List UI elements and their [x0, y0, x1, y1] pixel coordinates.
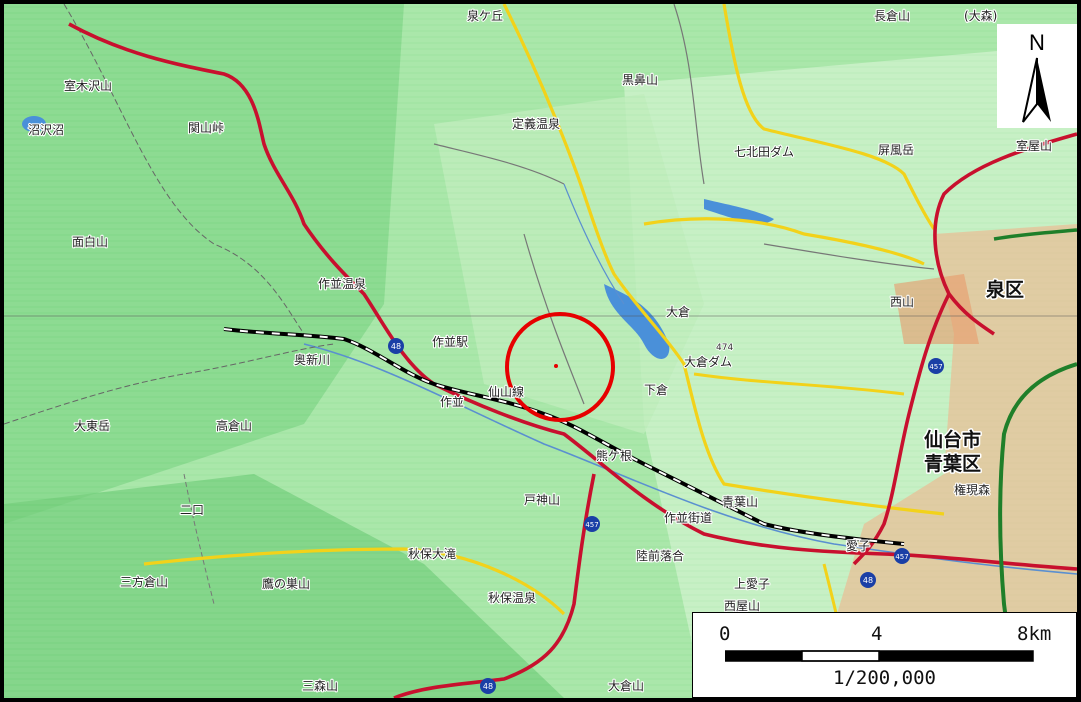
label-ayashi: 愛子 [846, 539, 870, 553]
trail-1 [63, 4, 305, 335]
prefectural-road-5 [693, 372, 905, 396]
label-kusatsu: 作並 [440, 395, 464, 409]
label-futakuchi: 二口 [180, 503, 204, 517]
route-shield-text: 457 [585, 521, 598, 529]
label-kuroyama: 黒鼻山 [622, 72, 658, 87]
trail-2 [4, 343, 335, 425]
national-road-457-akiu [393, 473, 596, 698]
label-murokizawayama: 室木沢山 [64, 78, 112, 93]
label-jogi-onsen: 定義温泉 [512, 116, 560, 131]
scale-tick-8: 8km [1017, 623, 1052, 645]
prefectural-road-3 [143, 547, 566, 616]
route-shield-457-c: 457 [894, 548, 910, 564]
label-nanakita-dam: 七北田ダム [734, 144, 794, 159]
route-shield-457-a: 457 [928, 358, 944, 374]
label-funaharadake: 屏風岳 [878, 143, 914, 157]
label-alt-474: 474 [716, 343, 733, 353]
expressway-branch [993, 228, 1077, 241]
label-sakunami-eki: 作並駅 [432, 335, 468, 349]
label-senzan-line: 仙山線 [488, 384, 524, 399]
urban-area-sendai [834, 224, 1077, 624]
label-sendai-city: 仙台市 [924, 428, 981, 451]
label-sakunami-onsen: 作並温泉 [318, 277, 366, 291]
scale-tick-4: 4 [871, 623, 883, 645]
label-okuniyama: 奥新川 [294, 352, 330, 367]
label-akiu-oohashi: 秋保大滝 [408, 547, 456, 561]
prefectural-road-1 [502, 4, 945, 516]
label-takaseyama: 鷹の巣山 [262, 576, 310, 591]
river-north [563, 183, 625, 305]
scale-bar-box: 0 4 8km 1/200,000 [692, 612, 1077, 698]
label-akiu-onsen: 秋保温泉 [488, 591, 536, 605]
okura-dam-lake [604, 284, 670, 359]
label-omori: (大森) [964, 8, 997, 23]
trail-6 [763, 243, 935, 270]
label-aoba-ward: 青葉区 [924, 453, 981, 475]
trail-7 [183, 473, 215, 605]
label-izumi-ward: 泉区 [985, 278, 1024, 301]
label-murogadake: 室屋山 [1016, 138, 1052, 153]
scale-ratio: 1/200,000 [833, 667, 936, 689]
national-road-457-north [933, 132, 1077, 336]
prefectural-road-4 [643, 217, 925, 266]
route-shield-48-b: 48 [860, 572, 876, 588]
trail-3 [433, 143, 565, 185]
study-area-point [554, 364, 558, 368]
route-shield-text: 48 [863, 576, 873, 585]
north-arrow-box: N [997, 24, 1077, 128]
label-aoba-jinja: 権現森 [954, 482, 990, 497]
label-okura-dam: 大倉ダム [684, 354, 732, 369]
label-okurayama: 大倉山 [608, 678, 644, 693]
urban-area-izumi [894, 274, 979, 344]
label-okura: 大倉 [666, 304, 690, 319]
route-shield-text: 457 [929, 363, 942, 371]
nanakita-dam-lake [704, 199, 774, 224]
route-shield-48-a: 48 [388, 338, 404, 354]
route-shield-text: 48 [391, 342, 401, 351]
trail-5 [673, 4, 705, 185]
north-letter: N [1029, 30, 1045, 55]
label-sakunami-kaido: 作並街道 [664, 511, 712, 525]
north-arrow-icon: N [1022, 30, 1051, 123]
label-numazawanuma: 沼沢沼 [28, 123, 64, 137]
topographic-map[interactable]: 48 457 457 457 48 48 泉ケ丘 長倉山 (大森) 室木沢山 [4, 4, 1077, 698]
route-shield-48-c: 48 [480, 678, 496, 694]
trail-4 [523, 233, 585, 405]
scale-tick-0: 0 [719, 623, 731, 645]
route-shield-457-b: 457 [584, 516, 600, 532]
label-kamiyagi: 上愛子 [734, 577, 770, 591]
railway-senzan-dash [223, 328, 905, 545]
label-sekiyama: 関山峠 [188, 120, 224, 135]
route-shield-text: 457 [895, 553, 908, 561]
scale-bar-graphic [725, 650, 1034, 662]
study-area-circle[interactable] [505, 312, 615, 422]
label-aobayama: 青葉山 [722, 495, 758, 509]
label-togamiyama: 戸神山 [524, 493, 560, 507]
label-nishiyama: 西山 [890, 295, 914, 309]
label-nagakurayama: 長倉山 [874, 8, 910, 23]
label-nishinoyama: 西屋山 [724, 599, 760, 613]
numazawa-lake [22, 116, 46, 132]
label-mimoriyama: 三森山 [302, 678, 338, 693]
label-izumigaoka: 泉ケ丘 [467, 9, 503, 23]
label-otakamori: 大東岳 [74, 419, 110, 433]
prefectural-road-2 [722, 4, 936, 230]
label-odarayama: 面白山 [72, 234, 108, 249]
label-kumagane: 熊ケ根 [596, 448, 632, 463]
label-shimokura: 下倉 [644, 382, 668, 397]
label-rikuzen-ochiai: 陸前落合 [636, 548, 684, 563]
label-takakurayama: 高倉山 [216, 418, 252, 433]
route-shield-text: 48 [483, 682, 493, 691]
label-mikata-kurayama: 三方倉山 [120, 574, 168, 589]
